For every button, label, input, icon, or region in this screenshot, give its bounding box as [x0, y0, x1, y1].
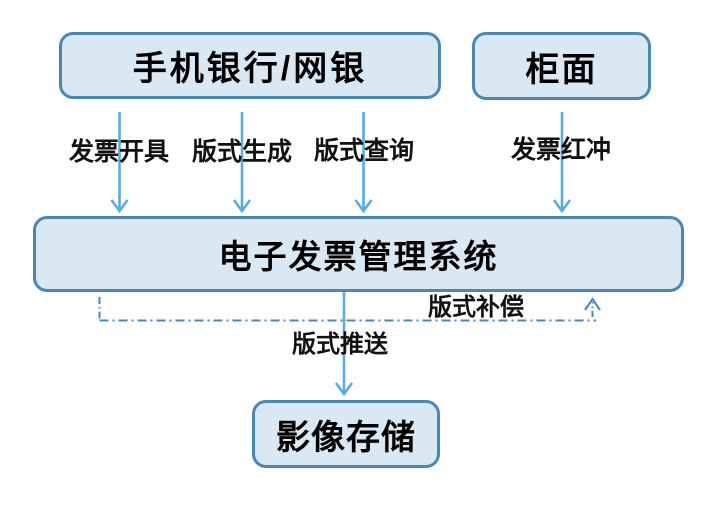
- edge-label-invoice-issue: 发票开具: [68, 138, 170, 166]
- node-image-storage-label: 影像存储: [276, 418, 416, 457]
- node-mobile-banking: 手机银行/网银: [59, 32, 441, 99]
- edge-label-format-push: 版式推送: [292, 331, 388, 358]
- node-invoice-system: 电子发票管理系统: [33, 216, 684, 292]
- node-counter-label: 柜面: [525, 50, 598, 89]
- edge-label-format-generate: 版式生成: [191, 138, 293, 166]
- edge-label-format-query: 版式查询: [313, 137, 415, 165]
- node-invoice-system-label: 电子发票管理系统: [218, 238, 499, 275]
- edge-label-invoice-red-reverse: 发票红冲: [510, 136, 612, 164]
- feedback-line-format-compensate: [98, 297, 601, 322]
- edge-label-format-compensate: 版式补偿: [428, 294, 524, 321]
- arrow-invoice-issue: [110, 112, 129, 214]
- node-counter: 柜面: [472, 32, 651, 100]
- up-arrowhead-icon: [584, 297, 601, 311]
- node-mobile-banking-label: 手机银行/网银: [132, 50, 368, 88]
- arrow-format-query: [354, 112, 373, 214]
- arrow-format-generate: [232, 112, 252, 214]
- node-image-storage: 影像存储: [252, 400, 440, 468]
- arrow-format-push: [334, 292, 354, 397]
- arrow-invoice-red-reverse: [552, 112, 572, 214]
